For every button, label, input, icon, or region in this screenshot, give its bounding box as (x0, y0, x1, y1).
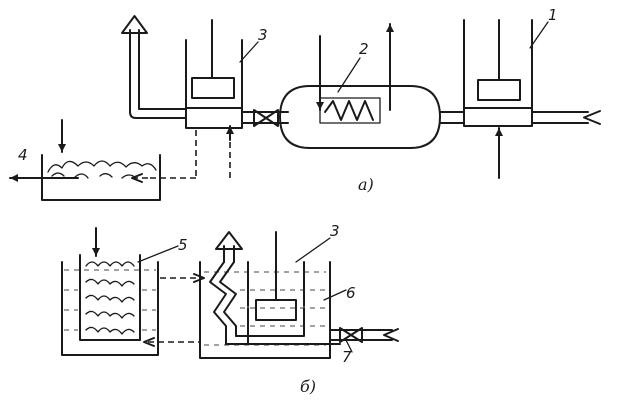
vent-arrow-icon (121, 15, 148, 34)
label-1: 1 (548, 6, 558, 24)
caption-a: а) (358, 175, 374, 194)
valve-a (253, 109, 279, 127)
feed-arrow-b-icon (383, 328, 399, 342)
vessel-2 (279, 23, 441, 149)
label-2: 2 (359, 40, 369, 58)
transfer-arrow-right-icon (193, 273, 205, 283)
cylinder-1 (463, 19, 549, 179)
label-3-b: 3 (330, 222, 340, 240)
transfer-arrow-left-icon (143, 337, 155, 347)
caption-b: б) (300, 377, 316, 396)
diagram-b: 5 3 6 (61, 222, 399, 396)
label-7: 7 (342, 348, 352, 366)
cylinder-3 (185, 19, 259, 129)
label-6: 6 (346, 284, 356, 302)
tank-6 (199, 231, 347, 359)
label-4: 4 (18, 146, 28, 164)
feed-arrow-icon (583, 110, 601, 125)
diagram-a: 3 2 (9, 6, 601, 201)
vent-outlet-pipe (121, 15, 187, 119)
label-3-a: 3 (258, 26, 268, 44)
return-arrow-icon (131, 173, 143, 183)
valve-7 (329, 327, 399, 353)
label-5: 5 (178, 236, 188, 254)
tank-4 (9, 119, 161, 201)
tank-5 (61, 227, 179, 356)
steam-outlet-arrow-icon (215, 231, 243, 250)
